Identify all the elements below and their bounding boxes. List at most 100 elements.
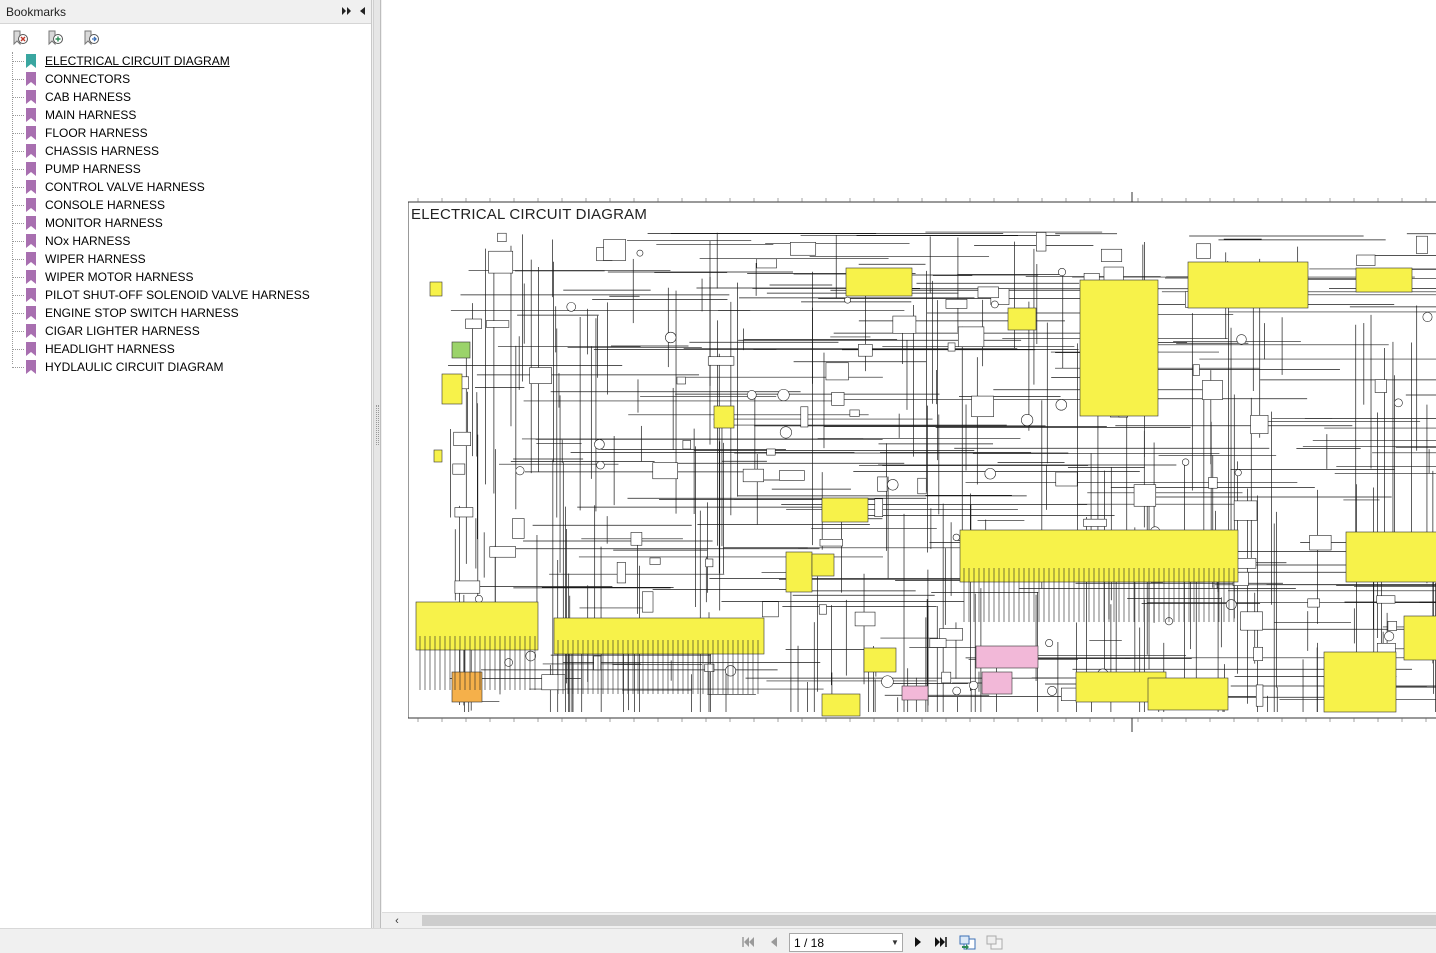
bookmark-item[interactable]: ENGINE STOP SWITCH HARNESS <box>0 304 371 322</box>
component-circle <box>952 686 961 696</box>
component-box <box>766 448 776 456</box>
bookmark-item[interactable]: HEADLIGHT HARNESS <box>0 340 371 358</box>
component-box <box>779 470 805 481</box>
component-circle <box>594 439 605 450</box>
component-circle <box>1057 268 1066 277</box>
component-box <box>874 498 884 517</box>
component-box <box>1250 415 1269 434</box>
bookmark-item[interactable]: HYDLAULIC CIRCUIT DIAGRAM <box>0 358 371 376</box>
component-circle <box>725 665 737 677</box>
tree-connector <box>12 115 24 116</box>
component-box <box>929 638 947 648</box>
component-box <box>971 395 994 418</box>
bookmark-label: WIPER HARNESS <box>45 252 146 266</box>
component-box <box>1307 598 1320 608</box>
component-box <box>977 286 999 299</box>
horizontal-scrollbar[interactable]: ‹ <box>382 912 1436 928</box>
connector-block <box>863 647 897 673</box>
bookmark-item[interactable]: ELECTRICAL CIRCUIT DIAGRAM <box>0 52 371 70</box>
component-box <box>485 320 510 328</box>
last-page-icon[interactable] <box>933 935 949 949</box>
bookmark-ribbon-icon <box>26 180 36 194</box>
bookmark-item[interactable]: MAIN HARNESS <box>0 106 371 124</box>
chevron-down-icon[interactable]: ▼ <box>891 938 899 947</box>
component-circle <box>881 675 894 688</box>
next-page-icon[interactable] <box>910 935 926 949</box>
delete-bookmark-icon[interactable] <box>11 29 29 47</box>
component-box <box>593 655 602 671</box>
component-box <box>1233 500 1258 521</box>
bookmark-item[interactable]: NOx HARNESS <box>0 232 371 250</box>
bookmark-label: WIPER MOTOR HARNESS <box>45 270 194 284</box>
component-circle <box>636 249 644 257</box>
component-circle <box>504 658 513 667</box>
bookmark-label: ELECTRICAL CIRCUIT DIAGRAM <box>45 54 230 68</box>
next-view-icon[interactable] <box>986 935 1003 950</box>
component-circle <box>952 533 960 541</box>
connector-block <box>1355 267 1413 293</box>
previous-page-icon[interactable] <box>766 935 782 949</box>
component-circle <box>1384 631 1395 642</box>
component-circle <box>1055 399 1067 411</box>
diagram-page <box>408 192 1436 732</box>
component-box <box>453 431 471 446</box>
component-box <box>849 409 860 417</box>
tree-connector <box>12 349 24 350</box>
bookmark-item[interactable]: CAB HARNESS <box>0 88 371 106</box>
document-view[interactable]: ELECTRICAL CIRCUIT DIAGRAM <box>382 0 1436 912</box>
component-box <box>941 671 952 684</box>
component-circle <box>665 331 677 344</box>
component-box <box>682 440 691 450</box>
bookmark-label: CHASSIS HARNESS <box>45 144 160 158</box>
tree-connector <box>12 169 24 170</box>
component-box <box>1387 621 1397 631</box>
connector-block <box>1403 615 1436 661</box>
bookmark-label: MONITOR HARNESS <box>45 216 163 230</box>
bookmark-item[interactable]: CHASSIS HARNESS <box>0 142 371 160</box>
previous-view-icon[interactable] <box>959 935 976 950</box>
bookmark-item[interactable]: MONITOR HARNESS <box>0 214 371 232</box>
component-circle <box>1394 398 1403 408</box>
component-box <box>858 344 873 357</box>
tree-connector <box>12 331 24 332</box>
component-box <box>1192 364 1200 376</box>
connector-block <box>1345 531 1436 583</box>
double-chevron-right-icon[interactable] <box>340 4 354 18</box>
connector-block <box>415 601 539 651</box>
page-navigation-bar: 1 / 18 ▼ <box>0 928 1436 953</box>
component-box <box>1236 558 1257 569</box>
component-box <box>489 546 516 558</box>
component-box <box>616 562 626 584</box>
first-page-icon[interactable] <box>740 935 756 949</box>
splitter-grip[interactable] <box>376 405 379 445</box>
bookmark-item[interactable]: WIPER HARNESS <box>0 250 371 268</box>
bookmark-item[interactable]: WIPER MOTOR HARNESS <box>0 268 371 286</box>
new-bookmark-icon[interactable] <box>46 29 64 47</box>
bookmark-ribbon-icon <box>26 162 36 176</box>
bookmark-item[interactable]: PUMP HARNESS <box>0 160 371 178</box>
expand-bookmark-icon[interactable] <box>82 29 100 47</box>
component-box <box>1101 248 1123 262</box>
bookmark-item[interactable]: CONNECTORS <box>0 70 371 88</box>
bookmark-ribbon-icon <box>26 126 36 140</box>
component-box <box>1416 235 1428 254</box>
bookmark-item[interactable]: CONTROL VALVE HARNESS <box>0 178 371 196</box>
panel-splitter[interactable] <box>373 0 381 928</box>
bookmark-item[interactable]: CIGAR LIGHTER HARNESS <box>0 322 371 340</box>
bookmark-item[interactable]: PILOT SHUT-OFF SOLENOID VALVE HARNESS <box>0 286 371 304</box>
tree-connector <box>12 277 24 278</box>
triangle-left-icon[interactable] <box>356 4 370 18</box>
component-box <box>939 628 963 641</box>
bookmark-item[interactable]: CONSOLE HARNESS <box>0 196 371 214</box>
scrollbar-thumb[interactable] <box>422 915 1436 926</box>
component-box <box>957 326 985 347</box>
component-box <box>1240 611 1263 631</box>
bookmark-item[interactable]: FLOOR HARNESS <box>0 124 371 142</box>
connector-block <box>821 497 869 523</box>
connector-block <box>785 551 813 593</box>
scroll-left-icon[interactable]: ‹ <box>395 915 399 927</box>
bookmark-ribbon-icon <box>26 90 36 104</box>
tree-connector <box>12 79 24 80</box>
component-box <box>1202 380 1223 400</box>
page-number-field[interactable]: 1 / 18 ▼ <box>789 933 903 952</box>
